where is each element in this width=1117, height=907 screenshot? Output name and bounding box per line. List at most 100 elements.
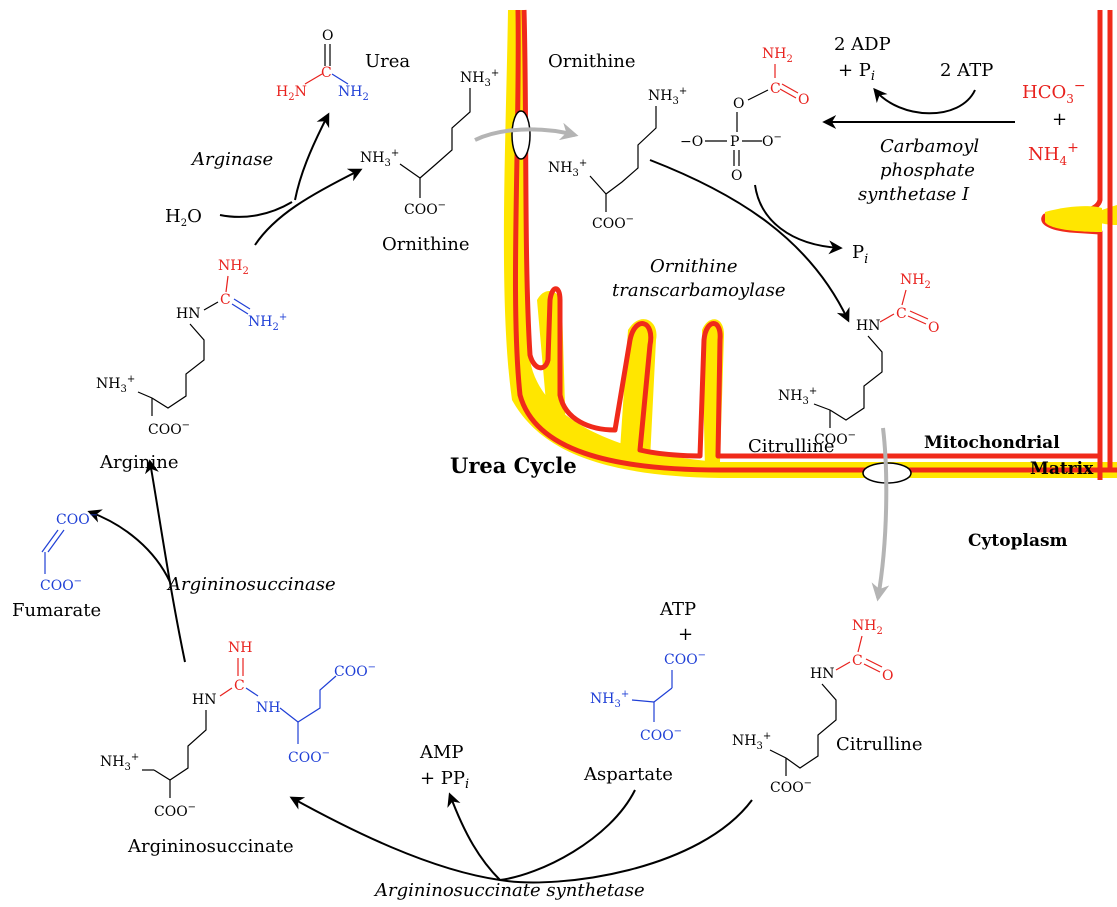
fumarate-label: Fumarate	[12, 600, 101, 621]
svg-text:C: C	[321, 65, 332, 81]
carbamoyl-phosphate-molecule: NH2 C O O P O− −O O	[680, 46, 809, 184]
water-input-arrow	[219, 201, 293, 218]
citrulline-cyto-label: Citrulline	[836, 734, 922, 755]
citrulline-cyto-molecule: NH2 C O HN NH3+ COO−	[732, 618, 893, 796]
svg-text:COO−: COO−	[404, 200, 446, 218]
argininosuccinate-label: Argininosuccinate	[127, 836, 294, 857]
two-atp-label: 2 ATP	[940, 60, 993, 81]
svg-text:NH2: NH2	[218, 258, 249, 277]
ornithine-transport-arrow	[474, 122, 579, 142]
svg-text:COO−: COO−	[148, 420, 190, 438]
two-adp-label: 2 ADP	[834, 34, 891, 55]
svg-text:NH2+: NH2+	[248, 312, 287, 333]
svg-text:COO−: COO−	[154, 802, 196, 820]
svg-text:C: C	[770, 81, 781, 97]
svg-text:COO−: COO−	[592, 214, 634, 232]
svg-text:NH2: NH2	[900, 272, 931, 291]
svg-text:COO−: COO−	[40, 576, 82, 594]
svg-text:NH3+: NH3+	[590, 689, 629, 710]
svg-text:NH3+: NH3+	[778, 386, 817, 407]
otc-label-2: transcarbamoylase	[612, 280, 786, 301]
cytoplasm-label: Cytoplasm	[968, 531, 1068, 551]
atp-plus-label: +	[678, 624, 693, 645]
otc-arrow	[649, 159, 850, 323]
svg-text:COO−: COO−	[664, 650, 706, 668]
svg-text:C: C	[896, 306, 907, 322]
pi-release-arrow	[754, 184, 843, 255]
ornithine-cyto-molecule: NH3+ NH3+ COO−	[360, 68, 499, 218]
argininosuccinate-molecule: NH C HN NH COO− COO− NH3+ COO−	[100, 640, 376, 820]
svg-text:O: O	[798, 92, 809, 108]
aspartate-label: Aspartate	[583, 764, 673, 785]
svg-text:HN: HN	[856, 318, 880, 334]
ornithine-transporter	[511, 110, 531, 160]
svg-text:NH2: NH2	[762, 46, 793, 65]
svg-text:C: C	[220, 292, 231, 308]
argininosuccinase-arrow	[145, 459, 186, 663]
arginine-label: Arginine	[99, 452, 178, 473]
mitochondrial-membrane	[503, 9, 1117, 480]
fumarate-release-arrow	[87, 509, 171, 583]
as-synthetase-label: Argininosuccinate synthetase	[373, 880, 645, 901]
svg-text:COO−: COO−	[640, 726, 682, 744]
svg-text:HN: HN	[810, 666, 834, 682]
svg-text:NH: NH	[256, 700, 280, 716]
svg-text:O: O	[731, 168, 742, 184]
ornithine-mito-molecule: NH3+ NH3+ COO−	[548, 86, 687, 232]
h2o-label: H2O	[165, 206, 202, 229]
svg-text:COO−: COO−	[56, 510, 98, 528]
svg-text:NH3+: NH3+	[732, 731, 771, 752]
ppi-label: + PPi	[420, 768, 469, 792]
svg-text:HN: HN	[176, 306, 200, 322]
ornithine-cyto-label: Ornithine	[382, 234, 470, 255]
hco3-label: HCO3−	[1022, 78, 1086, 106]
svg-text:H2N: H2N	[276, 84, 307, 103]
svg-text:NH: NH	[228, 640, 252, 656]
atp-label: ATP	[659, 599, 696, 620]
svg-text:NH3+: NH3+	[548, 158, 587, 179]
svg-text:COO−: COO−	[288, 748, 330, 766]
aspartate-molecule: COO− NH3+ COO−	[590, 650, 706, 744]
cps-label-1: Carbamoyl	[880, 136, 979, 157]
urea-release-arrow	[294, 112, 330, 201]
pi-label: Pi	[852, 242, 868, 267]
arginase-arrow	[254, 168, 363, 246]
svg-text:NH3+: NH3+	[460, 68, 499, 89]
citrulline-mito-label: Citrulline	[748, 436, 834, 457]
svg-text:COO−: COO−	[814, 430, 856, 448]
urea-molecule: O H2N C NH2	[276, 28, 369, 103]
arginine-molecule: NH2 C NH2+ HN NH3+ COO−	[96, 258, 287, 438]
svg-text:C: C	[852, 653, 863, 669]
mito-matrix-label-1: Mitochondrial	[924, 433, 1060, 453]
cps-label-2: phosphate	[880, 160, 975, 181]
as-synthetase-arrow	[289, 796, 753, 884]
svg-text:COO−: COO−	[770, 778, 812, 796]
svg-text:O: O	[733, 96, 744, 112]
svg-text:HN: HN	[192, 692, 216, 708]
svg-text:NH3+: NH3+	[648, 86, 687, 107]
fumarate-molecule: COO− COO−	[40, 510, 98, 594]
aspartate-input-arrow	[499, 789, 636, 881]
svg-text:NH2: NH2	[338, 84, 369, 103]
svg-text:NH3+: NH3+	[360, 148, 399, 169]
svg-text:O: O	[928, 320, 939, 336]
citrulline-mito-molecule: NH2 C O HN NH3+ COO−	[778, 272, 939, 448]
svg-text:NH3+: NH3+	[100, 752, 139, 773]
svg-text:NH3+: NH3+	[96, 374, 135, 395]
atp-to-adp-arrow	[873, 87, 976, 115]
svg-text:O−: O−	[762, 132, 782, 150]
amp-label: AMP	[419, 742, 464, 763]
svg-text:O: O	[322, 28, 333, 44]
urea-label: Urea	[365, 51, 410, 72]
svg-text:P: P	[730, 134, 739, 150]
arginase-label: Arginase	[190, 149, 273, 170]
argininosuccinase-label: Argininosuccinase	[166, 574, 336, 595]
citrulline-transport-arrow	[871, 427, 890, 602]
urea-cycle-title: Urea Cycle	[450, 453, 577, 478]
cps-label-3: synthetase I	[858, 184, 970, 205]
hco3-plus-label: +	[1052, 109, 1067, 130]
svg-text:O: O	[882, 668, 893, 684]
plus-pi-label: + Pi	[838, 60, 875, 84]
nh4-label: NH4+	[1028, 140, 1079, 168]
